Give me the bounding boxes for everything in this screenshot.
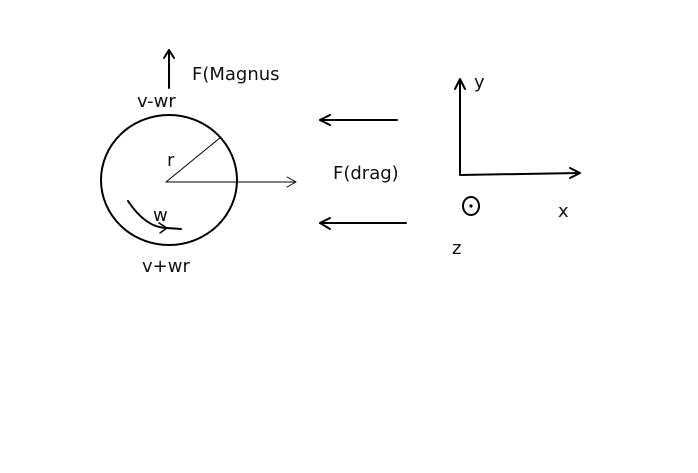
velocity-arrow [165,176,297,188]
drag-force-label: F(drag) [333,163,399,184]
y-axis-label: y [474,72,485,93]
z-axis-out-of-page-icon [462,196,480,216]
radius-line [165,136,222,183]
drag-arrow-upper [319,114,398,126]
radius-label: r [167,150,175,171]
y-axis-arrow [454,78,466,176]
ball-circle [100,114,238,246]
spin-label: w [153,205,168,226]
magnus-force-arrow [163,49,175,89]
spin-arrow [127,200,182,234]
x-axis-arrow [459,167,581,179]
drag-arrow-lower [319,217,407,230]
bottom-speed-label: v+wr [142,256,190,277]
top-speed-label: v-wr [137,91,176,112]
x-axis-label: x [558,201,569,222]
z-axis-label: z [452,238,461,259]
magnus-force-label: F(Magnus [192,64,280,85]
